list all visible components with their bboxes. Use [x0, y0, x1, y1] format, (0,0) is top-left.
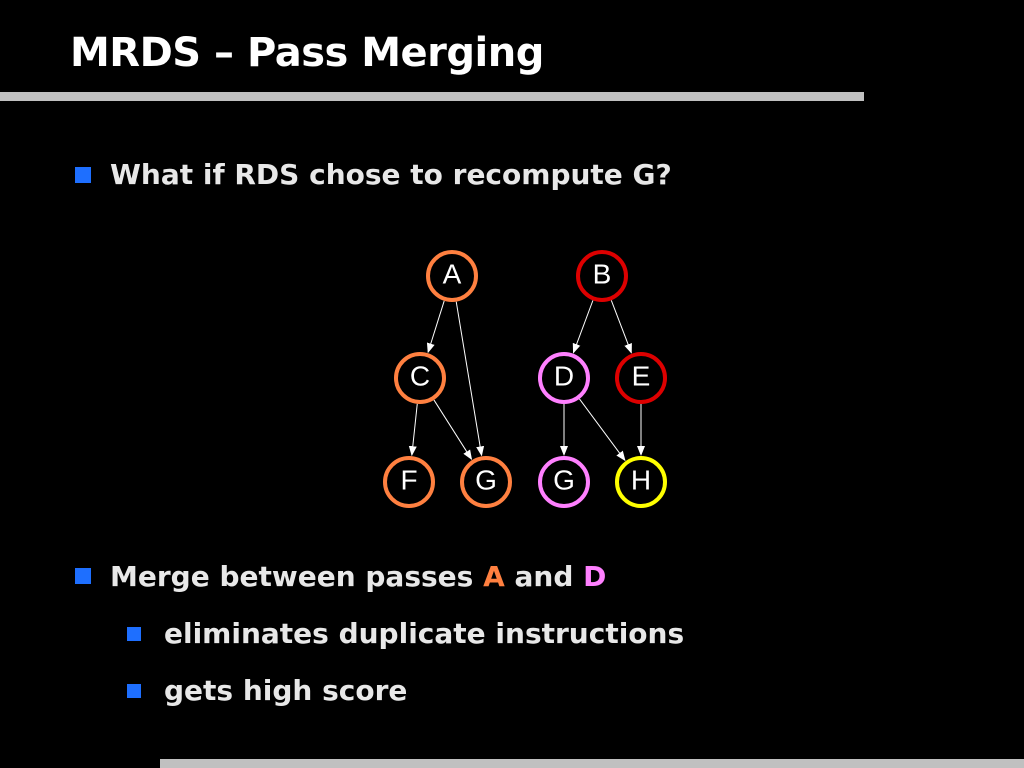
node-label: F — [400, 465, 417, 496]
edge-b-to-e — [610, 300, 632, 354]
merge-text-mid: and — [504, 560, 584, 593]
node-label: G — [475, 465, 497, 496]
edge-b-to-d — [572, 300, 594, 354]
node-label: G — [553, 465, 575, 496]
graph-node-b: B — [576, 250, 628, 302]
graph-node-f: F — [383, 456, 435, 508]
graph-edges — [408, 300, 645, 462]
node-circle — [383, 456, 435, 508]
sub-bullet-score: gets high score — [164, 674, 408, 707]
graph-node-a: A — [426, 250, 478, 302]
slide-title: MRDS – Pass Merging — [70, 30, 544, 76]
node-circle — [576, 250, 628, 302]
node-label: E — [632, 361, 651, 392]
graph-node-c: C — [394, 352, 446, 404]
sub-bullet-square-icon — [127, 684, 141, 698]
sub-bullet-duplicates: eliminates duplicate instructions — [164, 617, 685, 650]
edge-a-to-c — [426, 300, 445, 354]
node-circle — [426, 250, 478, 302]
node-label: A — [443, 259, 462, 290]
node-circle — [615, 352, 667, 404]
footer-rule — [160, 759, 1024, 768]
node-label: D — [554, 361, 574, 392]
graph-nodes: A C F G B D E G H — [383, 250, 667, 508]
edge-d-to-h — [579, 398, 626, 462]
bullet-square-icon — [75, 167, 91, 183]
bullet-question: What if RDS chose to recompute G? — [110, 158, 672, 191]
graph-node-g: G — [460, 456, 512, 508]
graph-node-e: E — [615, 352, 667, 404]
highlight-pass-a: A — [483, 560, 505, 593]
highlight-pass-d: D — [583, 560, 607, 593]
node-circle — [538, 456, 590, 508]
bullet-merge: Merge between passes A and D — [110, 560, 606, 593]
graph-node-d: D — [538, 352, 590, 404]
node-circle — [394, 352, 446, 404]
title-underline — [0, 92, 864, 101]
merge-text-pre: Merge between passes — [110, 560, 484, 593]
node-label: H — [631, 465, 651, 496]
node-label: C — [410, 361, 430, 392]
node-circle — [460, 456, 512, 508]
bullet-square-icon — [75, 568, 91, 584]
node-circle — [615, 456, 667, 508]
edge-a-to-g — [455, 301, 485, 457]
edge-c-to-g — [433, 399, 473, 461]
graph-node-h: H — [615, 456, 667, 508]
node-circle — [538, 352, 590, 404]
sub-bullet-square-icon — [127, 627, 141, 641]
edge-c-to-f — [408, 403, 418, 457]
node-label: B — [593, 259, 612, 290]
graph-node-g: G — [538, 456, 590, 508]
